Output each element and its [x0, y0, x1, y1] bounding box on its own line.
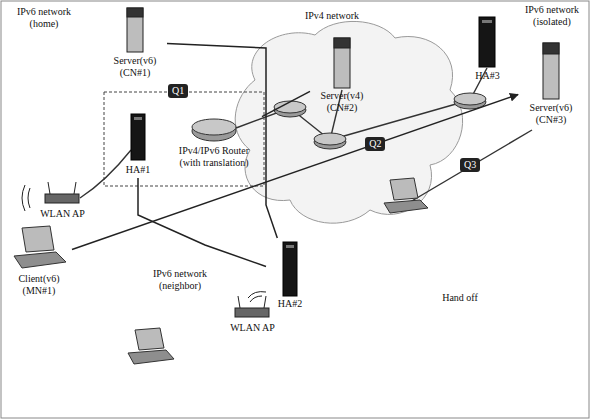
- network-device: Client(v6) (MN#1): [8, 225, 70, 297]
- icon-space: [312, 35, 372, 90]
- device-label: HA#3: [465, 70, 510, 82]
- device-label: Client(v6) (MN#1): [8, 273, 70, 297]
- connection-line: [72, 95, 518, 250]
- region-label: IPv6 network (isolated): [518, 4, 586, 28]
- wires: [80, 68, 532, 205]
- icon-space: [268, 240, 312, 298]
- home-agent-icons: [131, 17, 495, 296]
- network-device: WLAN AP: [225, 292, 280, 334]
- icon-space: [168, 115, 260, 145]
- icon-space: [8, 225, 70, 273]
- device-label: Server(v4) (CN#2): [312, 90, 372, 114]
- connection-line: [167, 44, 277, 239]
- icon-space: [105, 5, 165, 55]
- network-device: Server(v6) (CN#3): [520, 40, 582, 126]
- server-icons: [127, 8, 559, 99]
- device-label: WLAN AP: [225, 322, 280, 334]
- region-label: Hand off: [430, 292, 490, 304]
- icon-space: [520, 40, 582, 102]
- callout-number: Q3: [460, 158, 480, 172]
- region-label: IPv6 network (neighbor): [138, 268, 222, 292]
- network-device: Server(v6) (CN#1): [105, 5, 165, 79]
- icon-space: [225, 292, 280, 322]
- network-device: WLAN AP: [35, 178, 90, 220]
- dashed-region: [104, 92, 264, 186]
- region-label: IPv4 network: [292, 10, 372, 22]
- region-label: IPv6 network (home): [8, 6, 80, 30]
- connection-line: [262, 91, 310, 116]
- device-label: IPv4/IPv6 Router (with translation): [168, 145, 260, 169]
- callout-number: Q1: [168, 84, 188, 98]
- device-label: Server(v6) (CN#1): [105, 55, 165, 79]
- tower-highlights: [134, 20, 492, 248]
- network-device: Server(v4) (CN#2): [312, 35, 372, 114]
- network-device: HA#1: [118, 112, 158, 176]
- network-device: IPv4/IPv6 Router (with translation): [168, 115, 260, 169]
- icon-space: [35, 178, 90, 208]
- network-device: HA#3: [465, 15, 510, 82]
- device-label: Server(v6) (CN#3): [520, 102, 582, 126]
- icon-space: [118, 112, 158, 164]
- ipv4-cloud: [235, 21, 462, 223]
- callout-number: Q2: [365, 137, 385, 151]
- laptop-icons: [14, 178, 428, 364]
- device-label: HA#2: [268, 298, 312, 310]
- device-label: HA#1: [118, 164, 158, 176]
- wlan-ap-icons: [22, 182, 269, 317]
- connection-line: [138, 178, 266, 267]
- icon-space: [465, 15, 510, 70]
- device-label: WLAN AP: [35, 208, 90, 220]
- network-device: HA#2: [268, 240, 312, 310]
